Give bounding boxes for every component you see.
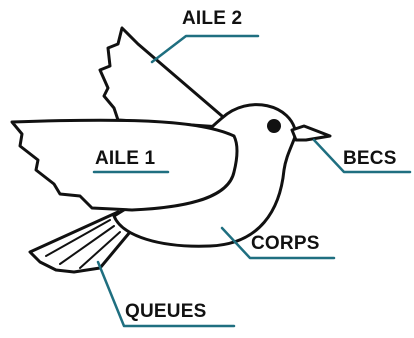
label-body: CORPS bbox=[251, 233, 320, 255]
bird-eye bbox=[267, 119, 281, 133]
bird-wing-2 bbox=[100, 28, 236, 128]
label-wing-1: AILE 1 bbox=[95, 148, 155, 170]
bird-beak bbox=[292, 126, 330, 140]
leader-line-wing-2 bbox=[152, 36, 258, 62]
label-beak: BECS bbox=[343, 148, 397, 170]
label-tail: QUEUES bbox=[125, 301, 206, 323]
label-wing-2: AILE 2 bbox=[182, 8, 242, 30]
